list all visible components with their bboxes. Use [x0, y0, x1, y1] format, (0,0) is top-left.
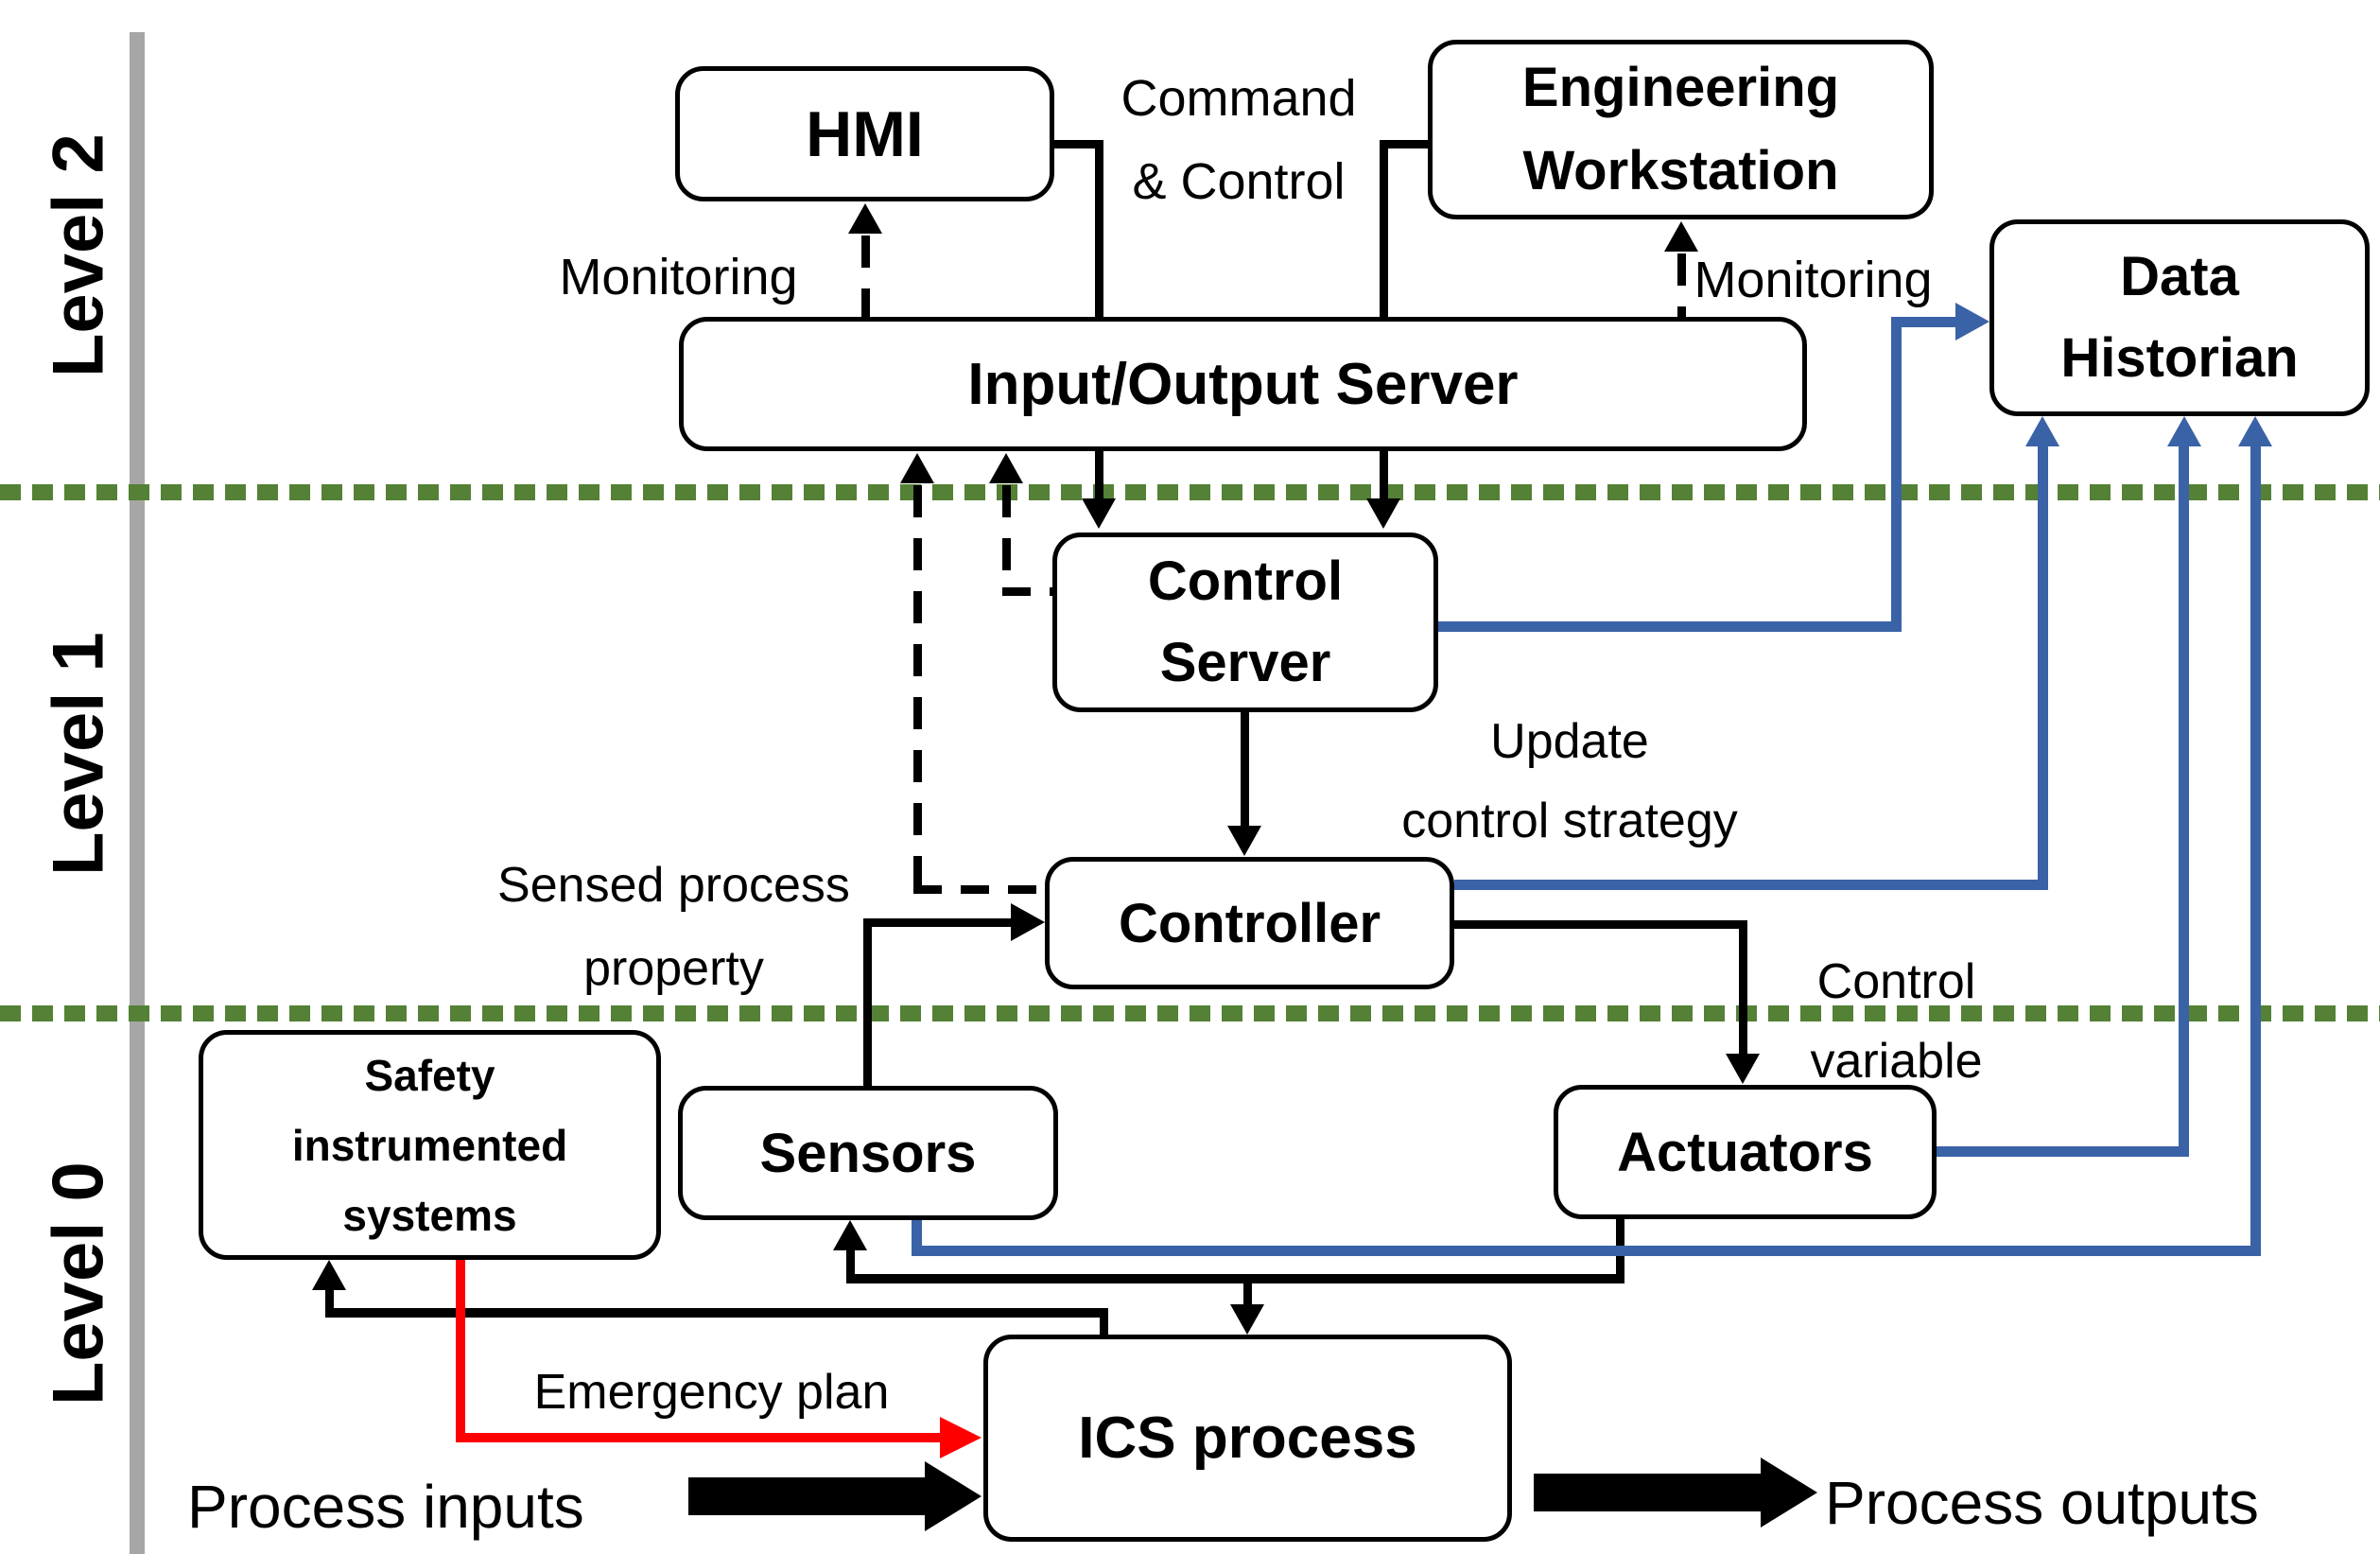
divider-level1-level0 — [0, 1005, 2380, 1021]
edge-sensors-historian-v2 — [2250, 446, 2261, 1256]
arrowhead-into-hmi-bottom — [848, 203, 882, 234]
edge-controlserver-ioserver-dashed-v — [1002, 485, 1011, 589]
process-inputs-arrow-head — [925, 1461, 982, 1531]
edge-controller-ioserver-dashed-v — [913, 485, 922, 887]
arrowhead-into-workstation-bottom — [1664, 221, 1698, 252]
safety-instrumented-systems-box: Safety instrumented systems — [199, 1030, 661, 1260]
engineering-workstation-label: Engineering Workstation — [1521, 57, 1840, 201]
edge-controlserver-historian-v — [1891, 317, 1902, 632]
edge-controller-historian-h — [1454, 880, 2048, 890]
edge-controlserver-ioserver-dashed-h — [1002, 587, 1052, 596]
arrowhead-into-ioserver-bottom-2 — [989, 453, 1023, 483]
edge-process-bus-h — [846, 1274, 1624, 1283]
hmi-label: HMI — [806, 97, 924, 170]
edge-controller-ioserver-dashed-h — [913, 885, 1045, 894]
control-server-label: Control Server — [1147, 550, 1344, 693]
command-control-label: Command & Control — [1121, 70, 1357, 210]
arrowhead-into-icsprocess-left — [940, 1417, 982, 1458]
edge-sensors-controller-v — [863, 918, 872, 1086]
arrowhead-into-sis-bottom — [312, 1260, 346, 1290]
ics-process-box: ICS process — [983, 1335, 1512, 1542]
engineering-workstation-box: Engineering Workstation — [1428, 40, 1934, 219]
hmi-box: HMI — [675, 66, 1054, 201]
io-server-box: Input/Output Server — [679, 317, 1807, 451]
arrowhead-into-controller-top — [1227, 826, 1261, 856]
level-axis-bar — [130, 32, 145, 1554]
edge-actuators-historian-v — [2179, 446, 2189, 1157]
process-outputs-arrow-head — [1761, 1458, 1817, 1528]
sensors-label: Sensors — [759, 1122, 977, 1184]
divider-level2-level1 — [0, 484, 2380, 500]
edge-hmi-ioserver-h — [1052, 140, 1100, 148]
arrowhead-into-historian-left — [1955, 303, 1989, 340]
process-inputs-arrow-shaft — [688, 1477, 925, 1515]
edge-workstation-ioserver-h — [1380, 140, 1429, 148]
edge-icsprocess-sis-h — [325, 1308, 1108, 1318]
edge-sensors-controller-h — [863, 918, 1011, 927]
arrowhead-into-actuators — [1726, 1054, 1760, 1084]
edge-controlserver-controller — [1241, 712, 1249, 828]
actuators-box: Actuators — [1554, 1085, 1937, 1219]
arrowhead-into-historian-bottom-1 — [2025, 416, 2059, 446]
sensors-box: Sensors — [678, 1086, 1058, 1220]
arrowhead-into-historian-bottom-2 — [2167, 416, 2201, 446]
edge-ioserver-controlserver-v2 — [1380, 451, 1388, 500]
arrowhead-into-icsprocess-top — [1230, 1304, 1264, 1335]
data-historian-label: Data Historian — [2060, 246, 2299, 389]
arrowhead-into-ioserver-bottom-1 — [900, 453, 934, 483]
control-variable-label: Control variable — [1810, 954, 1983, 1089]
emergency-plan-label: Emergency plan — [533, 1365, 890, 1420]
level-2-label: Level 2 — [38, 133, 119, 377]
edge-sensors-historian-h — [912, 1246, 2261, 1256]
io-server-label: Input/Output Server — [967, 351, 1519, 417]
controller-label: Controller — [1118, 892, 1381, 954]
actuators-label: Actuators — [1617, 1121, 1873, 1183]
edge-controller-actuators-h — [1454, 920, 1747, 929]
edge-workstation-ioserver-v — [1380, 140, 1388, 317]
edge-controlserver-historian-h2 — [1902, 317, 1955, 327]
edge-icsprocess-sis-v-left — [325, 1286, 334, 1311]
level-1-label: Level 1 — [38, 632, 119, 876]
arrowhead-into-controlserver-1 — [1082, 498, 1116, 529]
process-inputs-label: Process inputs — [187, 1473, 584, 1541]
edge-sis-icsprocess-v — [456, 1260, 465, 1442]
arrowhead-into-controlserver-2 — [1366, 498, 1400, 529]
edge-actuators-historian-h — [1937, 1146, 2189, 1157]
arrowhead-into-sensors-bottom — [833, 1220, 867, 1250]
edge-controller-historian-v — [2038, 446, 2048, 890]
edge-bus-icsprocess-v — [1243, 1279, 1252, 1307]
edge-controlserver-historian-h1 — [1438, 621, 1902, 632]
edge-sis-icsprocess-h — [456, 1433, 940, 1442]
edge-hmi-ioserver-v — [1095, 140, 1103, 317]
process-outputs-label: Process outputs — [1825, 1469, 2259, 1537]
ics-process-label: ICS process — [1078, 1406, 1417, 1471]
edge-ioserver-controlserver-v1 — [1095, 451, 1103, 500]
data-historian-box: Data Historian — [1989, 219, 2370, 416]
edge-ioserver-workstation-dashed — [1677, 253, 1686, 317]
edge-sensors-historian-v1 — [912, 1218, 922, 1256]
edge-controller-actuators-v — [1739, 920, 1747, 1055]
controller-box: Controller — [1045, 857, 1454, 989]
edge-ioserver-hmi-dashed — [861, 236, 870, 317]
monitoring-right-label: Monitoring — [1694, 252, 1933, 308]
edge-bus-sensors-v — [846, 1247, 855, 1277]
update-control-strategy-label: Update control strategy — [1401, 714, 1738, 848]
control-server-box: Control Server — [1052, 533, 1438, 712]
safety-instrumented-systems-label: Safety instrumented systems — [291, 1050, 568, 1240]
process-outputs-arrow-shaft — [1534, 1474, 1761, 1511]
monitoring-left-label: Monitoring — [559, 249, 798, 306]
sensed-process-property-label: Sensed process property — [497, 858, 850, 996]
arrowhead-into-historian-bottom-3 — [2238, 416, 2272, 446]
arrowhead-into-controller-left — [1011, 903, 1045, 941]
level-0-label: Level 0 — [38, 1161, 119, 1406]
edge-icsprocess-sis-v-right — [1100, 1308, 1108, 1335]
